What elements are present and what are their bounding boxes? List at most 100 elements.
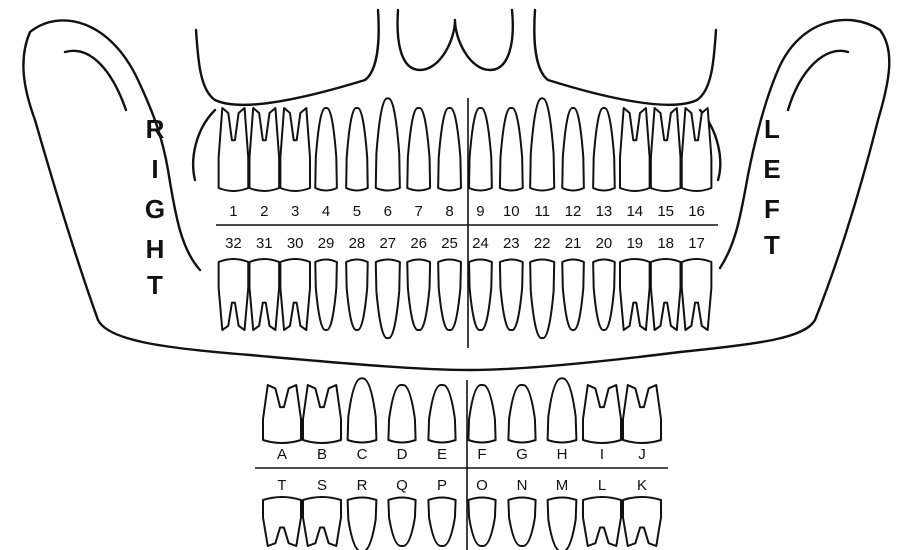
tooth-number-label: L: [598, 477, 606, 494]
tooth-incisor[interactable]: [469, 260, 492, 331]
tooth-number-label: 27: [379, 235, 396, 252]
tooth-incisor[interactable]: [388, 498, 415, 547]
tooth-molar[interactable]: [263, 385, 301, 443]
left-letter: T: [764, 230, 780, 260]
palate-left: [534, 10, 716, 105]
tooth-number-label: D: [397, 446, 408, 463]
tooth-molar[interactable]: [620, 259, 650, 330]
tooth-molar[interactable]: [620, 108, 650, 191]
tooth-molar[interactable]: [219, 108, 249, 191]
tooth-number-label: O: [476, 477, 488, 494]
tooth-number-label: B: [317, 446, 327, 463]
tooth-incisor[interactable]: [508, 498, 535, 547]
tooth-number-label: C: [357, 446, 368, 463]
tooth-incisor[interactable]: [407, 108, 430, 191]
tooth-molar[interactable]: [263, 497, 301, 546]
primary-upper-row: A B C D E F G H I J: [263, 378, 661, 463]
tooth-number-label: Q: [396, 477, 408, 494]
tooth-number-label: 15: [657, 203, 674, 220]
tooth-premolar[interactable]: [562, 260, 584, 331]
tooth-number-label: 4: [322, 203, 330, 220]
tooth-number-label: K: [637, 477, 647, 494]
tooth-number-label: G: [516, 446, 528, 463]
tooth-molar[interactable]: [280, 259, 310, 330]
tooth-premolar[interactable]: [562, 108, 584, 191]
tooth-molar[interactable]: [651, 259, 681, 330]
tooth-number-label: 30: [287, 235, 304, 252]
tooth-molar[interactable]: [219, 259, 249, 330]
tooth-number-label: 19: [626, 235, 643, 252]
tooth-molar[interactable]: [623, 385, 661, 443]
tooth-number-label: H: [557, 446, 568, 463]
tooth-molar[interactable]: [249, 259, 279, 330]
tooth-molar[interactable]: [682, 259, 712, 330]
tooth-number-label: 12: [565, 203, 582, 220]
tooth-number-label: 1: [229, 203, 237, 220]
tooth-molar[interactable]: [583, 385, 621, 443]
tooth-canine[interactable]: [548, 498, 577, 550]
tooth-number-label: T: [277, 477, 286, 494]
tooth-incisor[interactable]: [388, 385, 415, 443]
tooth-premolar[interactable]: [593, 108, 615, 191]
tooth-premolar[interactable]: [346, 260, 368, 331]
tooth-molar[interactable]: [303, 385, 341, 443]
tooth-number-label: M: [556, 477, 569, 494]
tooth-molar[interactable]: [249, 108, 279, 191]
tooth-premolar[interactable]: [315, 260, 337, 331]
tooth-incisor[interactable]: [428, 385, 455, 443]
tooth-canine[interactable]: [530, 260, 554, 339]
tooth-incisor[interactable]: [468, 385, 495, 443]
tooth-incisor[interactable]: [500, 260, 523, 331]
tooth-canine[interactable]: [348, 378, 377, 442]
tooth-premolar[interactable]: [593, 260, 615, 331]
tooth-molar[interactable]: [682, 108, 712, 191]
right-letter: I: [151, 154, 158, 184]
tooth-canine[interactable]: [376, 98, 400, 190]
left-side-label: L E F T: [763, 114, 780, 260]
tooth-incisor[interactable]: [469, 108, 492, 191]
tooth-number-label: 32: [225, 235, 242, 252]
tooth-number-label: 3: [291, 203, 299, 220]
tooth-number-label: 22: [534, 235, 551, 252]
tooth-incisor[interactable]: [500, 108, 523, 191]
tooth-number-label: J: [638, 446, 646, 463]
tooth-molar[interactable]: [651, 108, 681, 191]
tooth-molar[interactable]: [280, 108, 310, 191]
tooth-canine[interactable]: [348, 498, 377, 550]
tooth-number-label: E: [437, 446, 447, 463]
tooth-incisor[interactable]: [438, 260, 461, 331]
tooth-premolar[interactable]: [315, 108, 337, 191]
tooth-number-label: F: [477, 446, 486, 463]
tooth-canine[interactable]: [530, 98, 554, 190]
palate-right: [196, 10, 379, 105]
tooth-number-label: 10: [503, 203, 520, 220]
tooth-molar[interactable]: [303, 497, 341, 546]
tooth-number-label: 25: [441, 235, 458, 252]
tooth-number-label: P: [437, 477, 447, 494]
tooth-number-label: 21: [565, 235, 582, 252]
tooth-number-label: 16: [688, 203, 705, 220]
right-letter: G: [145, 194, 165, 224]
tooth-canine[interactable]: [548, 378, 577, 442]
tooth-number-label: 5: [353, 203, 361, 220]
tooth-incisor[interactable]: [407, 260, 430, 331]
tooth-molar[interactable]: [583, 497, 621, 546]
tooth-incisor[interactable]: [438, 108, 461, 191]
tooth-incisor[interactable]: [508, 385, 535, 443]
tooth-number-label: 17: [688, 235, 705, 252]
right-side-label: R I G H T: [145, 114, 165, 300]
tooth-premolar[interactable]: [346, 108, 368, 191]
jaw-inner-right: [65, 51, 126, 110]
tooth-number-label: 11: [534, 203, 550, 220]
tooth-number-label: 24: [472, 235, 489, 252]
tooth-incisor[interactable]: [468, 498, 495, 547]
tooth-incisor[interactable]: [428, 498, 455, 547]
tooth-number-label: A: [277, 446, 287, 463]
tooth-canine[interactable]: [376, 260, 400, 339]
tooth-molar[interactable]: [623, 497, 661, 546]
tooth-number-label: I: [600, 446, 604, 463]
